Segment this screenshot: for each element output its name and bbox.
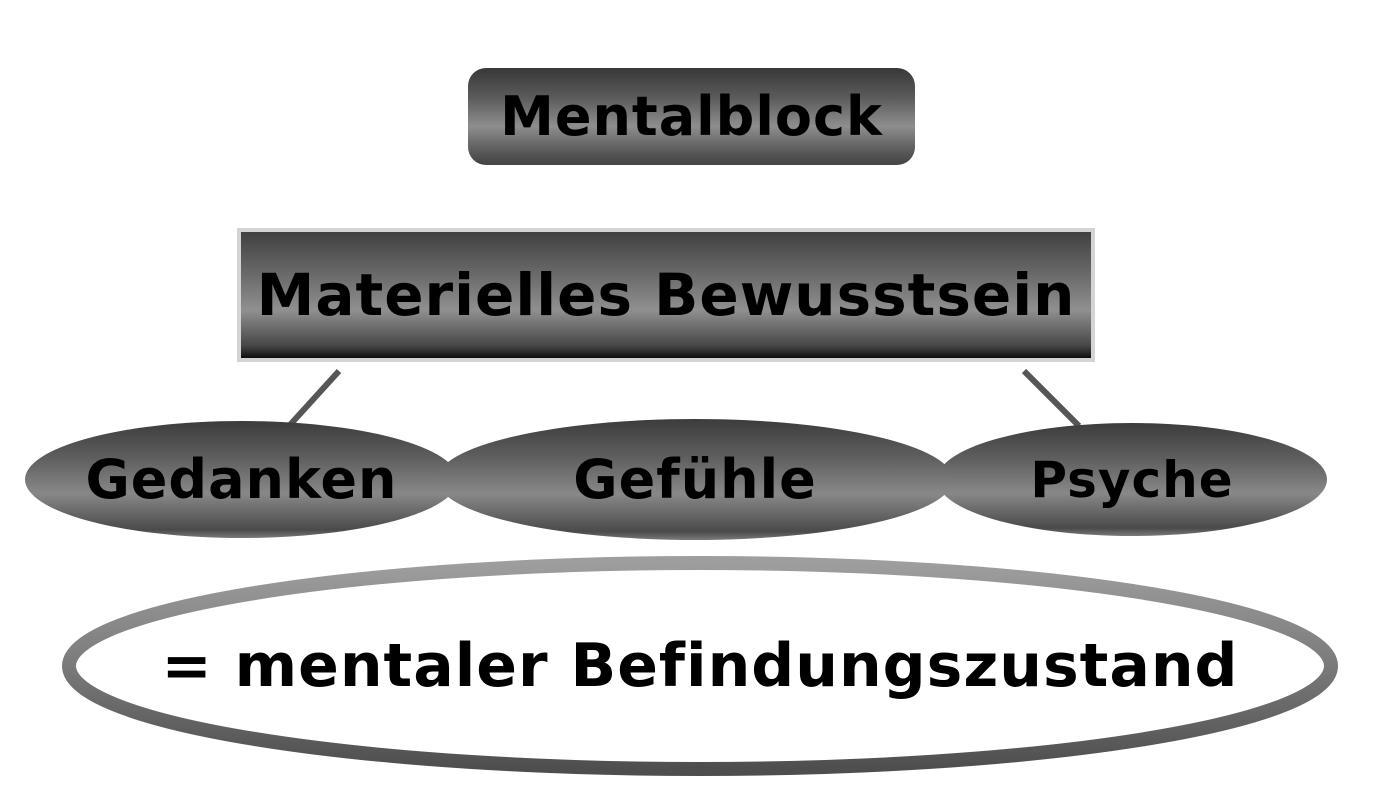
- node-gedanken: Gedanken: [25, 421, 458, 538]
- node-materielles-bewusstsein-label: Materielles Bewusstsein: [256, 261, 1076, 329]
- result-text: = mentaler Befindungszustand: [161, 631, 1239, 701]
- node-result-label: = mentaler Befindungszustand: [90, 570, 1310, 762]
- node-mentalblock: Mentalblock: [468, 68, 915, 165]
- node-materielles-bewusstsein: Materielles Bewusstsein: [237, 228, 1095, 362]
- node-result-ellipse: [62, 556, 1338, 776]
- node-gedanken-label: Gedanken: [85, 448, 398, 511]
- node-psyche: Psyche: [937, 423, 1327, 536]
- node-gefuehle-label: Gefühle: [573, 448, 817, 511]
- edge-materielles-gedanken: [286, 368, 342, 429]
- edge-materielles-psyche: [1021, 368, 1082, 429]
- node-psyche-label: Psyche: [1030, 450, 1234, 509]
- node-gefuehle: Gefühle: [437, 419, 953, 540]
- node-mentalblock-label: Mentalblock: [500, 85, 883, 148]
